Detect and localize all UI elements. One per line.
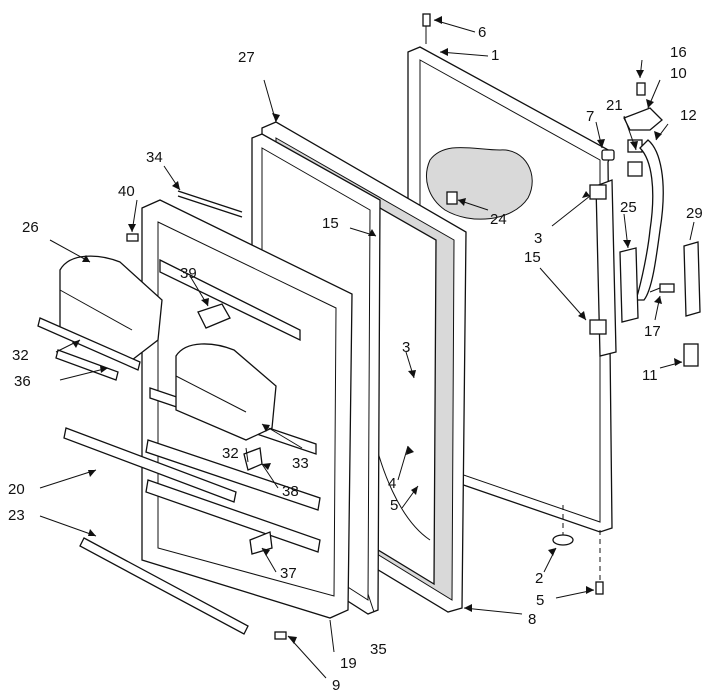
callout-20: 20 <box>8 481 25 498</box>
callout-39: 39 <box>180 265 197 282</box>
callout-15: 15 <box>322 215 339 232</box>
callout-16: 16 <box>670 44 687 61</box>
door-bins <box>37 255 277 635</box>
callout-7: 7 <box>586 108 594 125</box>
callout-34: 34 <box>146 149 163 166</box>
callout-23: 23 <box>8 507 25 524</box>
callout-25: 25 <box>620 199 637 216</box>
callout-26: 26 <box>22 219 39 236</box>
callout-2: 2 <box>535 570 543 587</box>
callout-3: 3 <box>402 339 410 356</box>
callout-32: 32 <box>12 347 29 364</box>
hinge-assembly <box>619 82 701 367</box>
callout-24: 24 <box>490 211 507 228</box>
callout-10: 10 <box>670 65 687 82</box>
callout-19: 19 <box>340 655 357 672</box>
callout-37: 37 <box>280 565 297 582</box>
callout-8: 8 <box>528 611 536 628</box>
callout-27: 27 <box>238 49 255 66</box>
callout-6: 6 <box>478 24 486 41</box>
callout-12: 12 <box>680 107 697 124</box>
callout-17: 17 <box>644 323 661 340</box>
callout-11: 11 <box>642 367 658 384</box>
callout-3: 3 <box>534 230 542 247</box>
callout-5: 5 <box>536 592 544 609</box>
callout-35: 35 <box>370 641 387 658</box>
callout-33: 33 <box>292 455 309 472</box>
callout-4: 4 <box>388 475 396 492</box>
callout-36: 36 <box>14 373 31 390</box>
callout-40: 40 <box>118 183 135 200</box>
callout-1: 1 <box>491 47 499 64</box>
callout-38: 38 <box>282 483 299 500</box>
callout-9: 9 <box>332 677 340 694</box>
callout-labels: 1 2 3 3 4 5 5 6 7 8 9 10 11 12 15 15 16 … <box>8 24 703 694</box>
callout-5: 5 <box>390 497 398 514</box>
callout-15: 15 <box>524 249 541 266</box>
callout-32: 32 <box>222 445 239 462</box>
arrowheads <box>72 16 682 644</box>
callout-29: 29 <box>686 205 703 222</box>
callout-21: 21 <box>606 97 623 114</box>
